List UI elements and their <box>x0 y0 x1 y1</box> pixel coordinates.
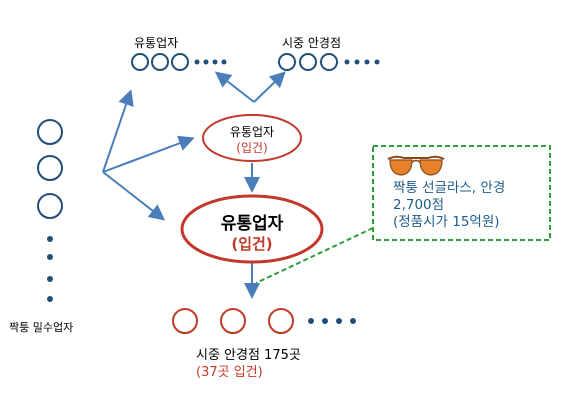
top-shop-dot <box>344 59 350 65</box>
main-distributor-status: (입건) <box>231 235 273 253</box>
main-distributor-ellipse <box>180 194 324 264</box>
bottom-shop-dot <box>350 318 356 324</box>
top-shop-dot <box>374 59 380 65</box>
top-distributor-node <box>151 53 169 71</box>
top-shop-nodes <box>278 53 380 71</box>
arrows <box>102 71 286 299</box>
callout-line-1: 짝퉁 선글라스, 안경 <box>393 180 506 196</box>
top-distributor-node <box>131 53 149 71</box>
callout-box <box>372 145 551 241</box>
callout-connector <box>255 227 374 284</box>
bottom-shop-nodes <box>172 308 356 334</box>
smuggler-dot <box>47 276 53 282</box>
bottom-shop-dot <box>322 318 328 324</box>
arrow-mid-to-top-right <box>253 71 286 103</box>
bottom-shop-node <box>220 308 246 334</box>
top-distributor-node <box>171 53 189 71</box>
top-distributor-dot <box>221 59 227 65</box>
mid-distributor-status: (입건) <box>236 141 268 155</box>
bottom-shop-dot <box>308 318 314 324</box>
top-shop-node <box>320 53 338 71</box>
smuggler-node <box>37 155 63 181</box>
bottom-shops-label: 시중 안경점 175곳 <box>196 348 301 363</box>
arrow-to-mid-distributor <box>102 135 195 173</box>
smuggler-dot <box>47 296 53 302</box>
sunglasses-icon <box>387 155 445 176</box>
smuggler-dot <box>47 236 53 242</box>
callout-line-2: 2,700점 <box>393 197 445 213</box>
top-distributor-dot <box>194 59 200 65</box>
arrow-to-main-distributor <box>102 171 166 221</box>
top-distributor-dot <box>212 59 218 65</box>
bottom-shop-dot <box>336 318 342 324</box>
top-distributor-label: 유통업자 <box>134 36 179 50</box>
smuggler-nodes <box>37 119 63 302</box>
bottom-shop-node <box>268 308 294 334</box>
top-shop-dot <box>364 59 370 65</box>
smuggler-dot <box>47 254 53 260</box>
top-shops-label: 시중 안경점 <box>282 36 342 50</box>
smugglers-label: 짝퉁 밀수업자 <box>9 321 74 334</box>
mid-distributor-label: 유통업자 <box>229 125 275 139</box>
top-shop-node <box>278 53 296 71</box>
top-distributor-dot <box>203 59 209 65</box>
callout-text: 짝퉁 선글라스, 안경 2,700점 (정품시가 15억원) <box>393 180 543 231</box>
top-distributor-nodes <box>131 53 227 71</box>
arrow-mid-to-top-left <box>214 71 255 103</box>
mid-distributor-ellipse <box>202 114 302 162</box>
smuggler-node <box>37 193 63 219</box>
bottom-shop-node <box>172 308 198 334</box>
top-shop-dot <box>354 59 360 65</box>
callout-line-3: (정품시가 15억원) <box>393 214 500 230</box>
arrow-to-top-distributor <box>102 89 134 173</box>
main-distributor-label: 유통업자 <box>220 214 284 234</box>
top-shop-node <box>299 53 317 71</box>
smuggler-node <box>37 119 63 145</box>
bottom-shops-status: (37곳 입건) <box>196 365 263 380</box>
